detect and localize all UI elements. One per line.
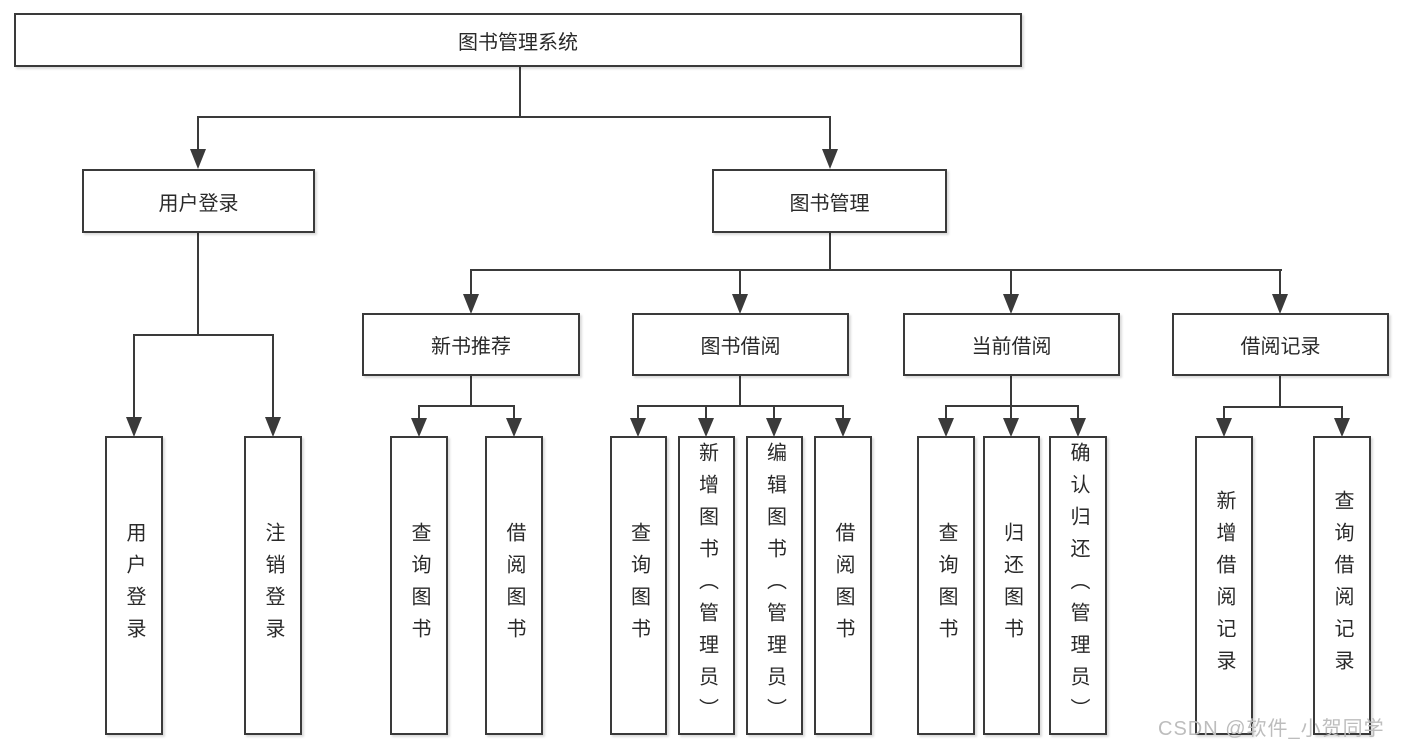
node-new-book-recommendation: 新书推荐 [362,313,580,376]
node-library-management-system: 图书管理系统 [14,13,1022,67]
node-current-borrowing: 当前借阅 [903,313,1120,376]
node-label: 图书管理系统 [458,31,578,54]
leaf-edit-book-admin: 编辑图书（管理员） [746,436,803,735]
leaf-add-book-admin: 新增图书（管理员） [678,436,735,735]
node-label: 新增图书（管理员） [695,441,718,730]
node-label: 查询图书 [627,521,650,650]
node-label: 用户登录 [158,192,239,215]
node-label: 图书管理 [789,192,870,215]
leaf-logout: 注销登录 [244,436,302,735]
leaf-add-borrow-record: 新增借阅记录 [1195,436,1253,735]
node-label: 确认归还（管理员） [1067,441,1089,730]
node-label: 注销登录 [262,521,284,650]
leaf-query-books-2: 查询图书 [610,436,667,735]
node-label: 归还图书 [1000,521,1023,650]
leaf-query-books-1: 查询图书 [390,436,448,735]
node-label: 查询图书 [935,521,957,650]
node-label: 图书借阅 [700,336,781,358]
leaf-confirm-return-admin: 确认归还（管理员） [1049,436,1107,735]
node-book-borrowing: 图书借阅 [632,313,849,376]
node-book-management: 图书管理 [712,169,947,233]
node-user-login: 用户登录 [82,169,315,233]
node-borrowing-records: 借阅记录 [1172,313,1389,376]
leaf-user-login: 用户登录 [105,436,163,735]
node-label: 借阅记录 [1240,336,1321,358]
leaf-borrow-books-2: 借阅图书 [814,436,872,735]
node-label: 编辑图书（管理员） [763,441,786,730]
leaf-query-books-3: 查询图书 [917,436,975,735]
node-label: 查询借阅记录 [1331,489,1353,682]
csdn-watermark: CSDN @软件_小贺同学 [1158,718,1385,740]
node-label: 借阅图书 [503,521,525,650]
leaf-borrow-books-1: 借阅图书 [485,436,543,735]
node-label: 新书推荐 [431,336,511,358]
node-label: 借阅图书 [832,521,854,650]
leaf-query-borrow-record: 查询借阅记录 [1313,436,1371,735]
node-label: 新增借阅记录 [1213,489,1235,682]
node-label: 查询图书 [408,521,430,650]
node-label: 用户登录 [123,521,145,650]
node-label: 当前借阅 [971,336,1052,358]
leaf-return-books: 归还图书 [983,436,1040,735]
